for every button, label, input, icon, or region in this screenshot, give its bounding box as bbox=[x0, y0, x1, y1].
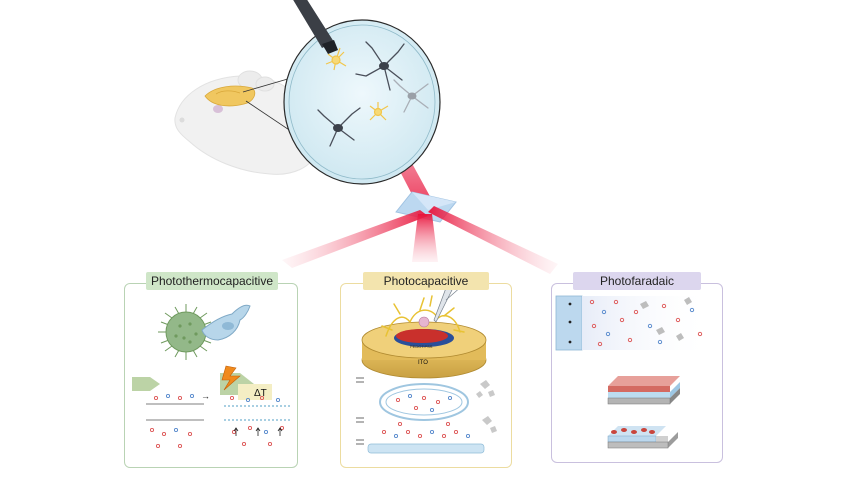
laser-beam-center bbox=[412, 214, 438, 262]
pedot-label: PEDOT:PSS bbox=[410, 344, 433, 349]
neuron-icon bbox=[393, 79, 429, 113]
delta-t-label: ΔT bbox=[254, 388, 267, 399]
layered-electrode-icon bbox=[607, 376, 680, 405]
capacitor-symbols bbox=[356, 377, 364, 445]
membrane-right bbox=[224, 405, 290, 421]
ion-dots-thermo bbox=[149, 393, 285, 449]
neuron-network-icon bbox=[381, 295, 465, 337]
cell-icon bbox=[158, 304, 214, 360]
mouse-icon bbox=[174, 70, 320, 175]
laser-beam-left bbox=[282, 210, 428, 268]
ito-disc-icon bbox=[361, 321, 487, 379]
electron-glyphs bbox=[568, 302, 572, 344]
lightning-icon bbox=[221, 365, 241, 391]
optic-fiber-icon bbox=[293, 0, 338, 54]
ion-dots-faradaic bbox=[589, 299, 703, 347]
electrode-surface-icon bbox=[555, 295, 712, 351]
panel-title-photothermocapacitive: Photothermocapacitive bbox=[146, 272, 278, 290]
ion-arrows-thermo bbox=[233, 427, 283, 436]
neuron-soma-icon bbox=[418, 316, 430, 328]
ion-dots-capacitive bbox=[381, 393, 471, 439]
neuron-cell-icon bbox=[201, 304, 251, 341]
membrane-left bbox=[146, 403, 204, 421]
ros-molecule-icon bbox=[640, 297, 692, 341]
petri-dish-icon bbox=[283, 19, 441, 185]
electrode-bar-icon bbox=[367, 443, 485, 454]
neuron-icon bbox=[317, 107, 361, 147]
panel-photofaradaic bbox=[551, 283, 723, 463]
laser-beam-right bbox=[428, 206, 558, 274]
arrow-glyph: → bbox=[201, 391, 210, 401]
vesicle-diagram bbox=[379, 383, 469, 421]
layered-electrode-cells-icon bbox=[607, 426, 678, 449]
glia-icon bbox=[325, 47, 389, 121]
neuron-icon bbox=[355, 41, 405, 91]
panel-photocapacitive bbox=[340, 283, 512, 468]
ito-label: ITO bbox=[418, 360, 428, 366]
panel-photothermocapacitive bbox=[124, 283, 298, 468]
panel-title-photofaradaic: Photofaradaic bbox=[573, 272, 701, 290]
panel-title-photocapacitive: Photocapacitive bbox=[363, 272, 489, 290]
protein-icon bbox=[476, 380, 497, 433]
